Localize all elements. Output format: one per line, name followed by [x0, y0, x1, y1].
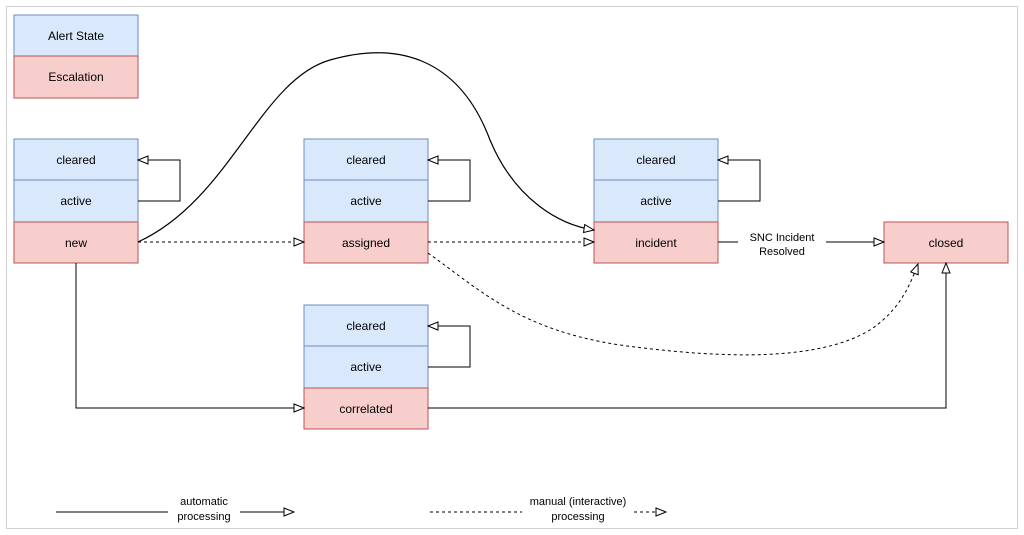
- state-active-new-label: active: [60, 194, 92, 208]
- state-cleared-new-label: cleared: [56, 153, 95, 167]
- escalation-closed-node: closed: [883, 221, 1009, 264]
- automatic-label-line1: automatic: [180, 496, 228, 508]
- edge-correlated-to-closed: [428, 263, 946, 409]
- state-active-assigned[interactable]: [303, 179, 429, 223]
- group-assigned: cleared active assigned: [303, 138, 429, 264]
- state-cleared-assigned-label: cleared: [346, 153, 385, 167]
- group-new: cleared active new: [13, 138, 139, 264]
- edge-assigned-to-closed: [427, 252, 918, 356]
- group-correlated: cleared active correlated: [303, 304, 429, 430]
- escalation-closed-label: closed: [929, 236, 964, 250]
- state-cleared-incident[interactable]: [593, 138, 719, 181]
- legend-alert-state-label: Alert State: [48, 29, 104, 43]
- edge-new-to-correlated: [75, 263, 304, 408]
- escalation-incident[interactable]: [593, 221, 719, 264]
- escalation-assigned-label: assigned: [342, 236, 390, 250]
- escalation-new[interactable]: [13, 221, 139, 264]
- edge-new-to-incident: [137, 52, 594, 243]
- loop-new: [138, 160, 181, 202]
- loop-assigned: [428, 160, 471, 202]
- escalation-correlated-label: correlated: [339, 402, 392, 416]
- state-active-correlated-label: active: [350, 360, 382, 374]
- state-active-incident-label: active: [640, 194, 672, 208]
- legend-escalation-label: Escalation: [48, 70, 103, 84]
- footer-legend-manual: manual (interactive) processing: [430, 493, 666, 523]
- manual-label-line2: processing: [551, 511, 604, 523]
- state-cleared-correlated-label: cleared: [346, 319, 385, 333]
- legend-escalation: Escalation: [13, 55, 139, 99]
- snc-label-bg: [738, 229, 826, 257]
- state-active-correlated[interactable]: [303, 345, 429, 389]
- snc-label-line2: Resolved: [759, 246, 805, 258]
- footer-legend-automatic: automatic processing: [56, 493, 294, 523]
- legend-alert-state: Alert State: [13, 14, 139, 57]
- state-cleared-incident-label: cleared: [636, 153, 675, 167]
- escalation-incident-label: incident: [635, 236, 677, 250]
- state-active-assigned-label: active: [350, 194, 382, 208]
- loop-incident: [718, 160, 761, 202]
- group-incident: cleared active incident: [593, 138, 719, 264]
- automatic-label-line2: processing: [177, 511, 230, 523]
- loop-correlated: [428, 326, 471, 368]
- manual-label-line1: manual (interactive): [530, 496, 627, 508]
- escalation-new-label: new: [65, 236, 87, 250]
- snc-label-line1: SNC Incident: [750, 232, 815, 244]
- diagram-frame: [6, 6, 1018, 529]
